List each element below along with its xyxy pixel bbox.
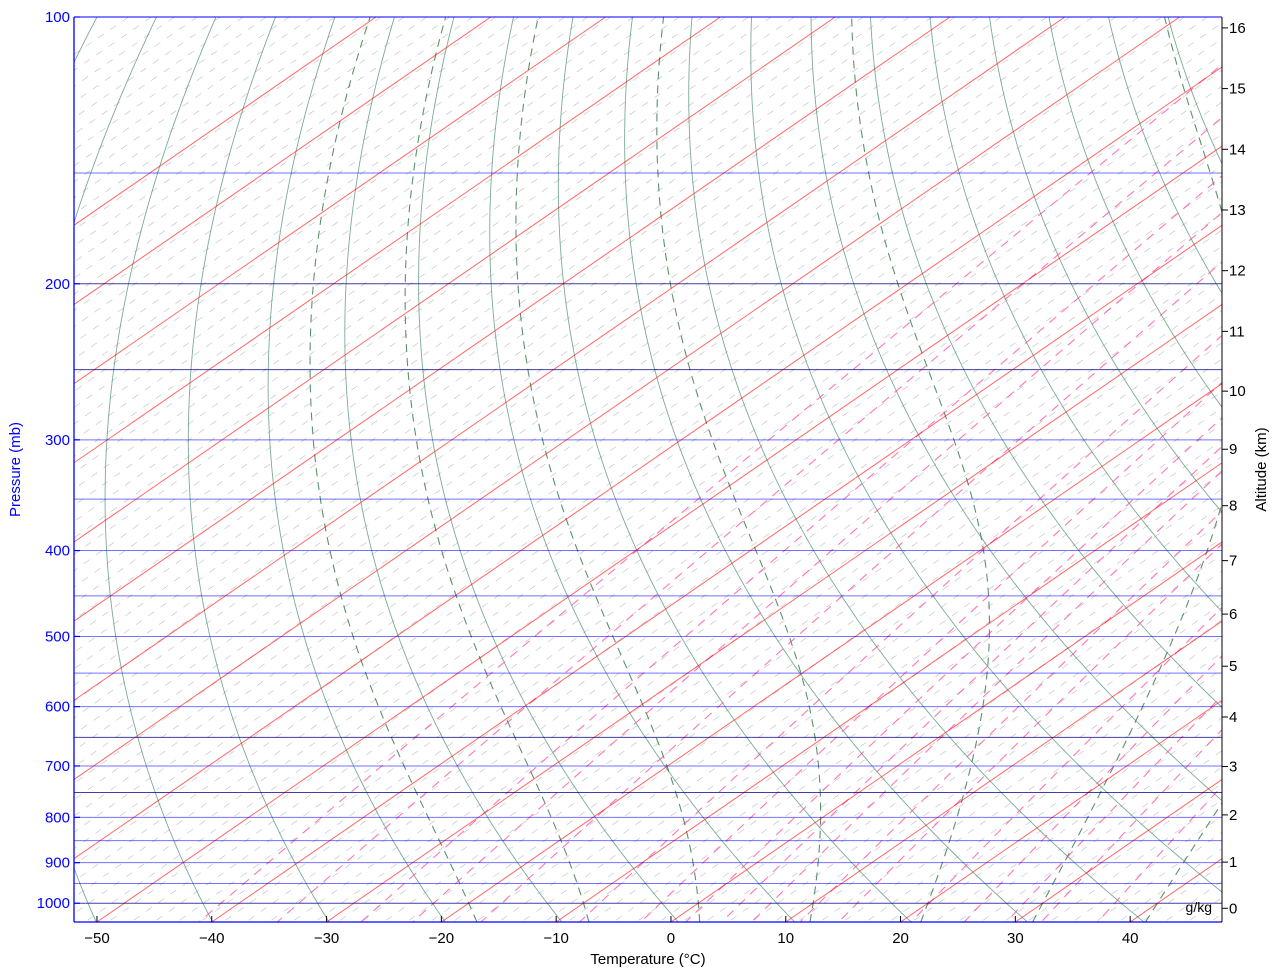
altitude-tick-label: 4 [1229,709,1237,726]
temperature-tick-label: 10 [777,930,794,947]
pressure-tick-label: 200 [45,276,70,293]
pressure-tick-label: 600 [45,699,70,716]
altitude-tick-label: 5 [1229,658,1237,675]
altitude-tick-label: 9 [1229,441,1237,458]
altitude-tick-label: 10 [1229,383,1246,400]
plot-area [74,17,1222,922]
altitude-tick-label: 11 [1229,323,1245,340]
altitude-tick-label: 14 [1229,141,1246,158]
altitude-tick-label: 12 [1229,263,1246,280]
pressure-tick-label: 1000 [37,895,70,912]
pressure-tick-label: 400 [45,543,70,560]
temperature-tick-label: −40 [199,930,224,947]
temperature-tick-label: −50 [84,930,109,947]
temperature-tick-label: 40 [1122,930,1139,947]
y-axis-title: Pressure (mb) [7,422,24,517]
altitude-tick-label: 1 [1229,854,1237,871]
pressure-tick-label: 900 [45,855,70,872]
altitude-tick-label: 8 [1229,498,1237,515]
pressure-tick-label: 700 [45,758,70,775]
temperature-tick-label: 0 [667,930,675,947]
altitude-tick-label: 3 [1229,759,1237,776]
pressure-tick-label: 100 [45,9,70,26]
temperature-tick-label: 20 [892,930,909,947]
x-axis-title: Temperature (°C) [590,951,705,968]
pressure-tick-label: 500 [45,628,70,645]
temperature-tick-label: 30 [1007,930,1024,947]
altitude-tick-label: 6 [1229,606,1237,623]
mixing-ratio-unit: g/kg [1186,899,1212,915]
temperature-tick-label: −30 [314,930,339,947]
altitude-tick-label: 15 [1229,81,1246,98]
altitude-tick-label: 2 [1229,807,1237,824]
altitude-tick-label: 13 [1229,202,1246,219]
pressure-tick-label: 800 [45,809,70,826]
altitude-tick-label: 7 [1229,553,1237,570]
temperature-tick-label: −20 [429,930,454,947]
altitude-tick-label: 0 [1229,900,1237,917]
temperature-tick-label: −10 [543,930,568,947]
altitude-tick-label: 16 [1229,20,1246,37]
pressure-tick-label: 300 [45,432,70,449]
y2-axis-title: Altitude (km) [1253,427,1270,511]
